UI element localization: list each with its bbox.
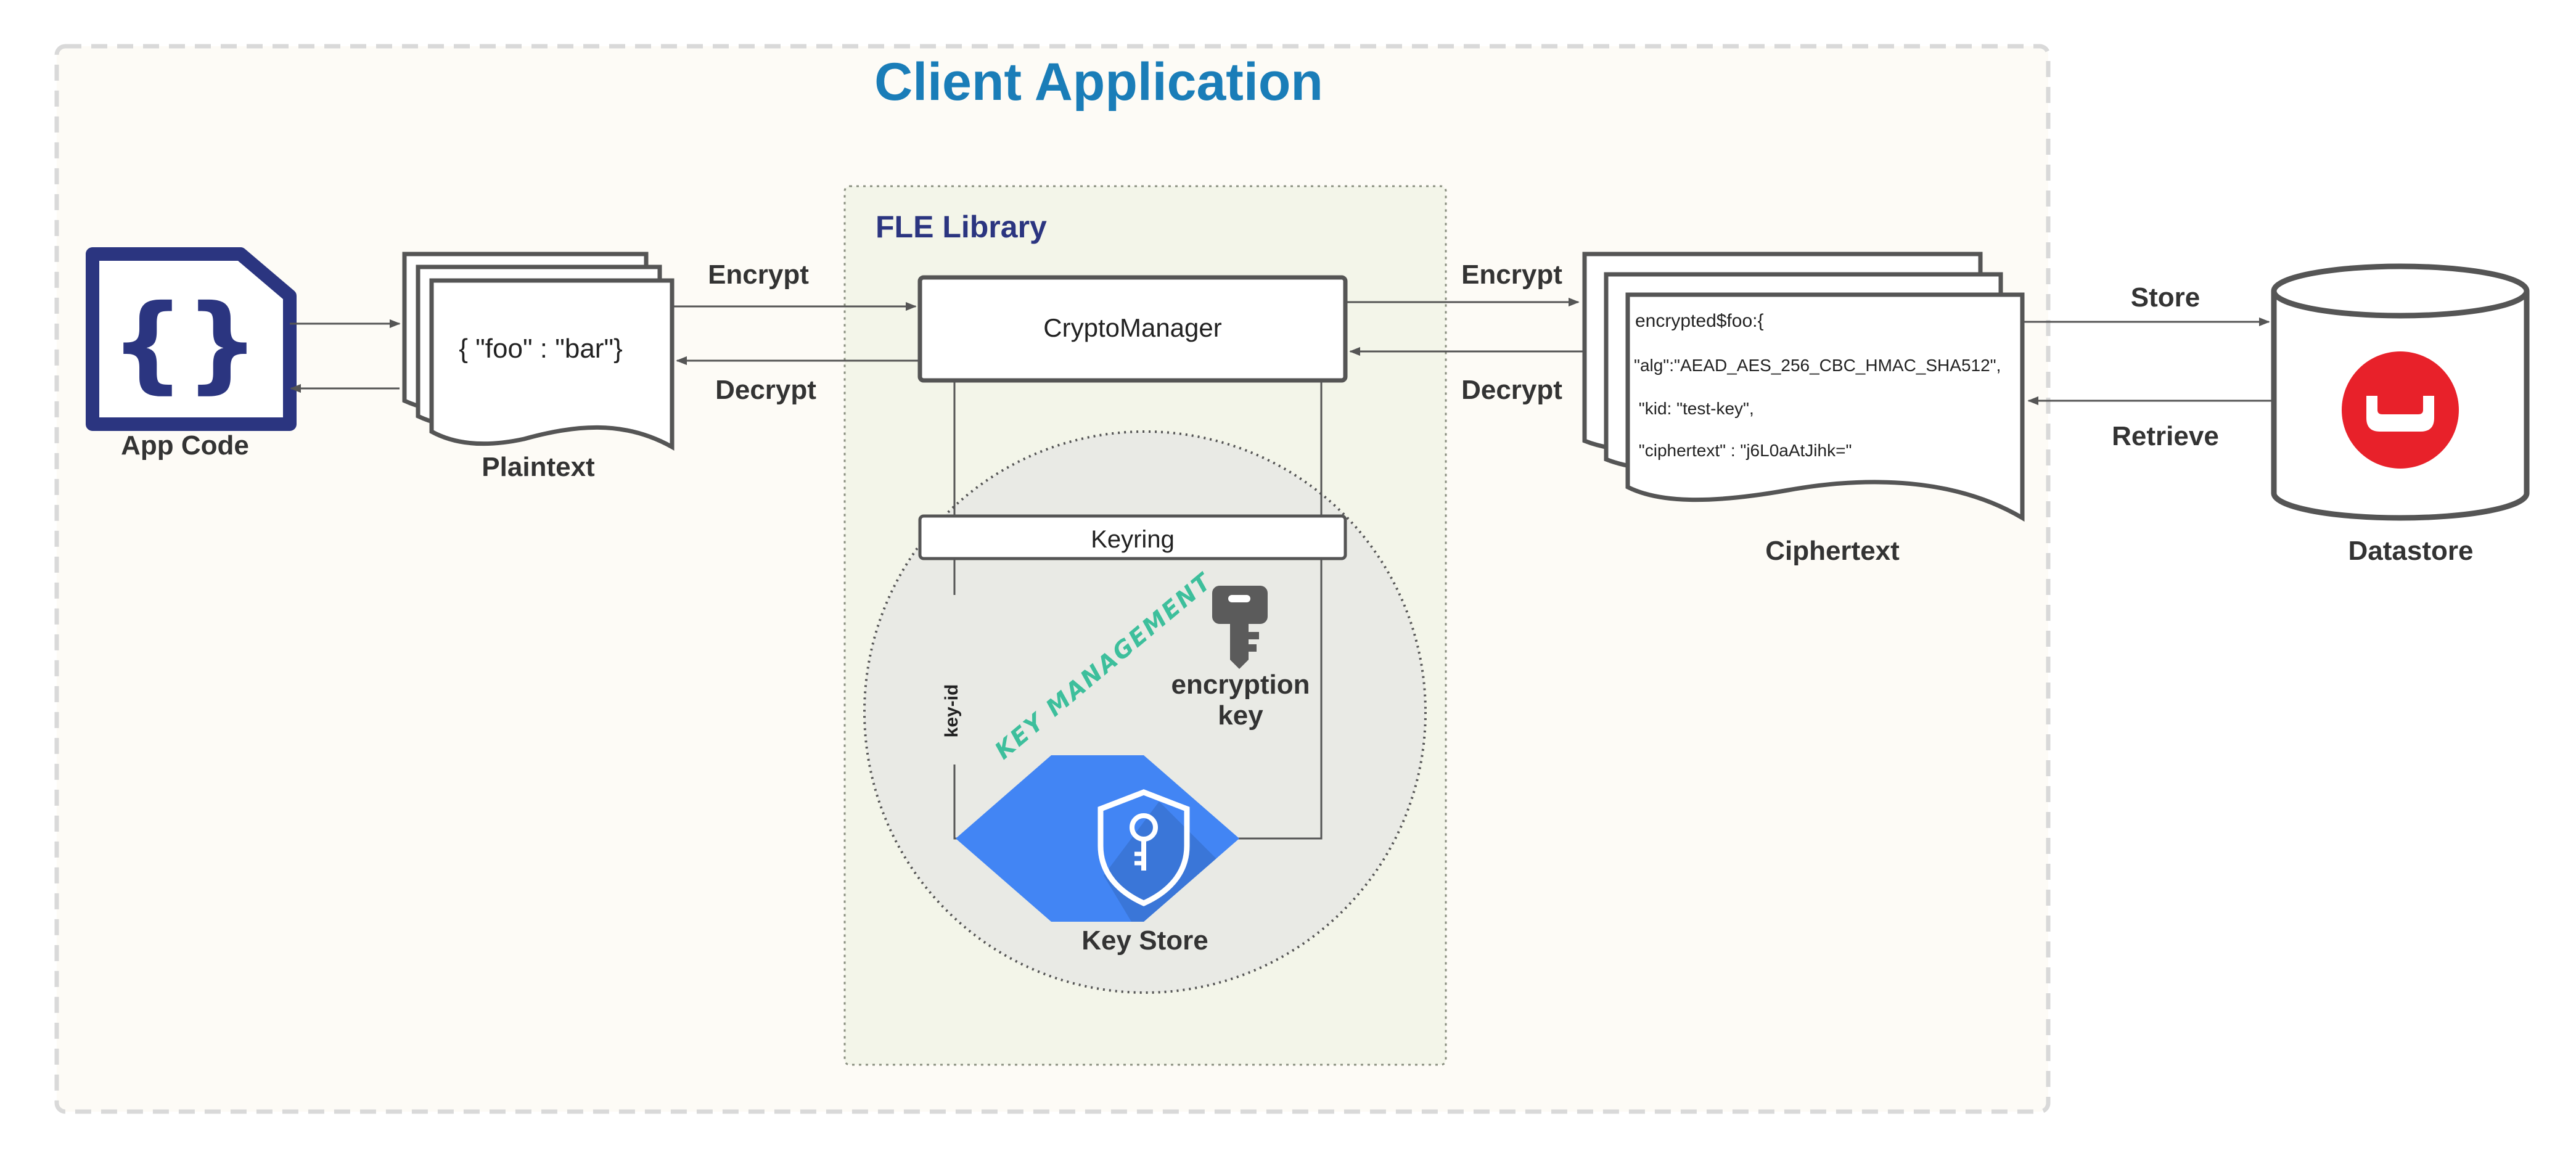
datastore-label: Datastore: [2348, 536, 2474, 566]
svg-text:{}: {}: [110, 282, 260, 404]
key-store-icon: [956, 755, 1239, 922]
keyring-label: Keyring: [1091, 526, 1175, 553]
keyring-box: [918, 514, 1347, 560]
couchbase-icon: [2342, 351, 2459, 469]
ciphertext-line-2: "alg":"AEAD_AES_256_CBC_HMAC_SHA512",: [1634, 356, 2001, 375]
ciphertext-line-1: encrypted$foo:{: [1635, 311, 1764, 331]
encrypt-right-label: Encrypt: [1461, 260, 1562, 290]
key-icon: [1212, 586, 1268, 669]
client-application-title: Client Application: [874, 52, 1323, 112]
encryption-key-label-line1: encryption: [1171, 670, 1310, 700]
curly-braces-document-icon: {}: [86, 247, 297, 431]
retrieve-label: Retrieve: [2112, 421, 2219, 451]
ciphertext-document-stack: [1582, 252, 2025, 522]
fle-library-title: FLE Library: [876, 210, 1047, 244]
ciphertext-line-4: "ciphertext" : "j6L0aAtJihk=": [1634, 441, 1852, 460]
ciphertext-label: Ciphertext: [1765, 536, 1900, 566]
crypto-manager-box: [917, 275, 1348, 383]
decrypt-left-label: Decrypt: [715, 375, 816, 405]
ciphertext-line-3: "kid: "test-key",: [1634, 399, 1754, 418]
encrypt-left-label: Encrypt: [708, 260, 809, 290]
plaintext-content: { "foo" : "bar"}: [459, 334, 623, 364]
decrypt-right-label: Decrypt: [1461, 375, 1562, 405]
key-id-label: key-id: [941, 684, 962, 738]
plaintext-document-stack: [402, 252, 675, 451]
key-store-label: Key Store: [1081, 925, 1208, 956]
crypto-manager-label: CryptoManager: [1043, 313, 1221, 342]
encryption-key-label-line2: key: [1218, 700, 1263, 731]
store-label: Store: [2131, 282, 2200, 313]
key-return-path: [1236, 558, 1323, 840]
plaintext-label: Plaintext: [482, 452, 595, 482]
app-code-label: App Code: [121, 430, 249, 461]
